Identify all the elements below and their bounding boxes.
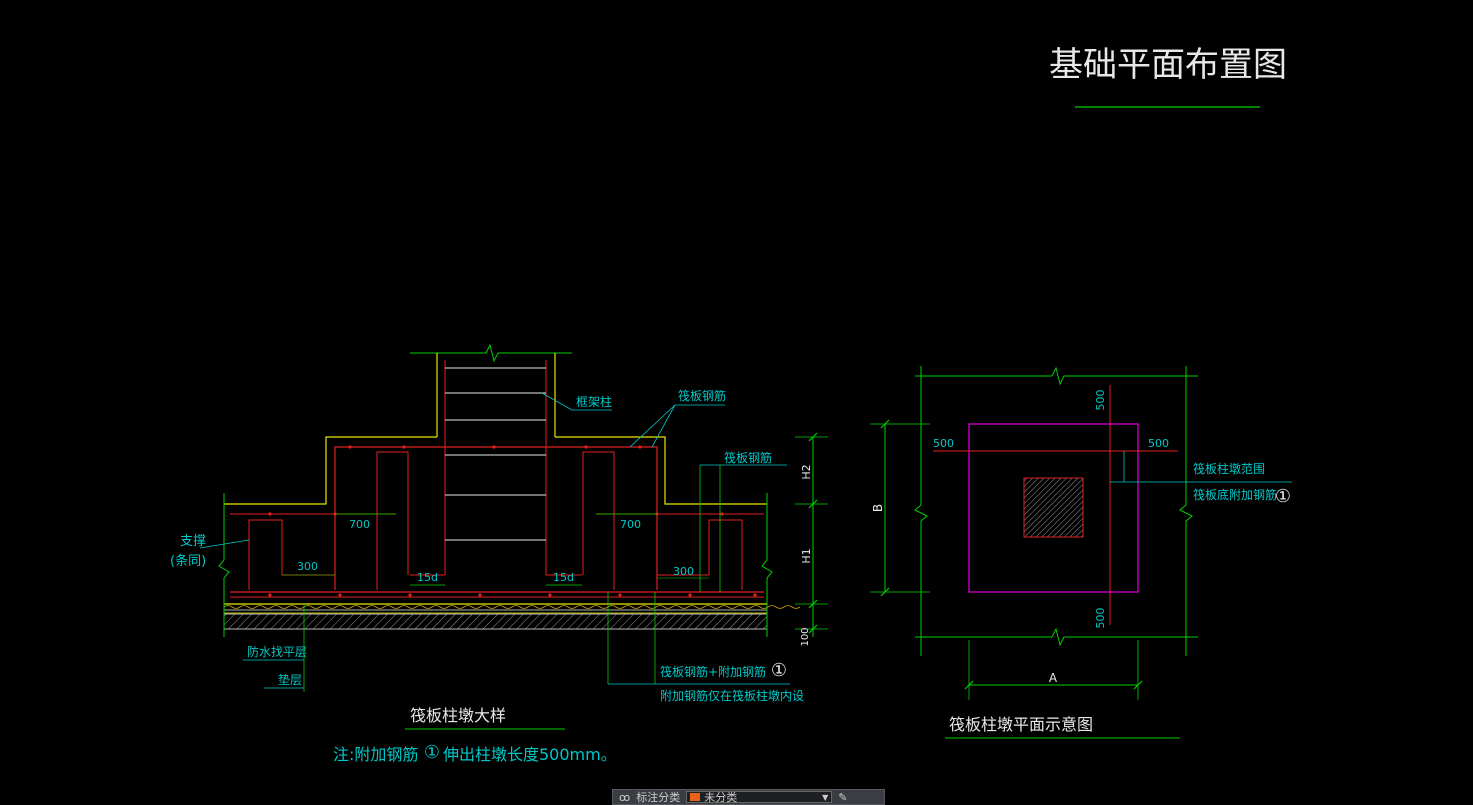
pier-boundary — [968, 423, 1139, 593]
label-support-sub: (条同) — [170, 553, 206, 569]
dim-15d-right: 15d — [553, 571, 574, 584]
chevron-down-icon: ▼ — [822, 792, 829, 802]
toolbar-label: 标注分类 — [636, 791, 681, 804]
dim-700-left: 700 — [349, 518, 370, 531]
plan-caption: 筏板柱墩平面示意图 — [949, 715, 1093, 734]
dim-700-right: 700 — [620, 518, 641, 531]
annotation-category-toolbar: ꝏ 标注分类 未分类 ▼ ✎ — [612, 789, 885, 805]
label-raft-rebar-top: 筏板钢筋 — [678, 388, 726, 403]
color-swatch-icon — [690, 793, 701, 801]
label-cushion: 垫层 — [278, 672, 302, 687]
section-detail — [199, 343, 828, 692]
label-rebar-plus: 筏板钢筋+附加钢筋 — [660, 664, 766, 679]
ref-mark-plan: ① — [1275, 486, 1291, 507]
label-raft-rebar-right: 筏板钢筋 — [724, 450, 772, 465]
plan-label-bottom-rebar: 筏板底附加钢筋 — [1193, 487, 1277, 502]
dim-h1: H1 — [800, 548, 813, 563]
plan-dim-b: B — [871, 504, 885, 512]
section-caption: 筏板柱墩大样 — [410, 706, 506, 725]
dim-300-left: 300 — [297, 560, 318, 573]
label-support: 支撑 — [180, 534, 206, 549]
note-prefix: 注:附加钢筋 — [333, 745, 418, 764]
label-column: 框架柱 — [576, 394, 612, 409]
label-rebar-note: 附加钢筋仅在筏板柱墩内设 — [660, 688, 804, 703]
dim-300-right: 300 — [673, 565, 694, 578]
plan-dim-a: A — [1049, 671, 1058, 685]
category-selected: 未分类 — [704, 791, 738, 804]
column-hatch — [1023, 477, 1084, 538]
plan-dim-bottom: 500 — [1094, 608, 1107, 629]
category-select[interactable]: 未分类 ▼ — [686, 791, 833, 804]
annotation-icon[interactable]: ꝏ — [619, 790, 631, 804]
drawing-title: 基础平面布置图 — [1049, 45, 1287, 85]
dim-h2: H2 — [800, 464, 813, 479]
label-waterproof: 防水找平层 — [247, 644, 307, 659]
note-mark: ① — [424, 742, 440, 763]
plan-dim-top: 500 — [1094, 390, 1107, 411]
edit-pen-icon[interactable]: ✎ — [838, 790, 848, 804]
dim-100: 100 — [800, 627, 811, 646]
note-text: 伸出柱墩长度500mm。 — [443, 745, 617, 764]
dim-15d-left: 15d — [417, 571, 438, 584]
plan-view — [870, 366, 1292, 700]
plan-dim-right: 500 — [1148, 437, 1169, 450]
ref-mark-section: ① — [771, 660, 787, 681]
plan-dim-left: 500 — [933, 437, 954, 450]
plan-label-range: 筏板柱墩范围 — [1193, 461, 1265, 476]
